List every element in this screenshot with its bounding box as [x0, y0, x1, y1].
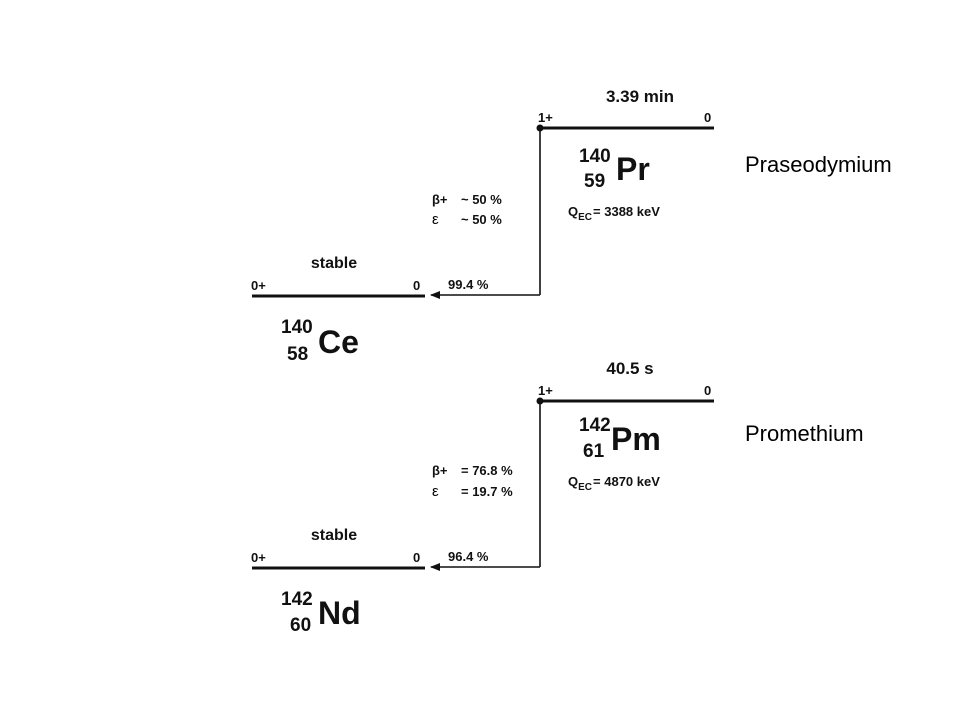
q-value-label: QEC= 4870 keV	[568, 474, 660, 493]
beta-plus-symbol: β+	[432, 192, 448, 207]
daughter-atomic-number: 58	[287, 344, 308, 365]
parent-symbol: Pr	[616, 151, 650, 187]
parent-symbol: Pm	[611, 421, 661, 457]
branch-intensity: 99.4 %	[448, 277, 489, 292]
daughter-atomic-number: 60	[290, 615, 311, 636]
parent-mass-number: 142	[579, 415, 611, 436]
element-name-label: Praseodymium	[745, 152, 892, 177]
parent-level-energy: 0	[704, 110, 711, 125]
ec-value: = 19.7 %	[461, 484, 513, 499]
daughter-spin-parity: 0+	[251, 550, 266, 565]
branch-intensity: 96.4 %	[448, 549, 489, 564]
ec-symbol: ε	[432, 211, 439, 228]
parent-atomic-number: 59	[584, 171, 605, 192]
parent-level-energy: 0	[704, 383, 711, 398]
daughter-mass-number: 140	[281, 317, 313, 338]
daughter-spin-parity: 0+	[251, 278, 266, 293]
daughter-level-energy: 0	[413, 278, 420, 293]
element-name-label: Promethium	[745, 421, 864, 446]
parent-half-life: 3.39 min	[606, 87, 674, 106]
daughter-symbol: Ce	[318, 324, 359, 360]
ec-symbol: ε	[432, 483, 439, 500]
beta-plus-value: ~ 50 %	[461, 192, 502, 207]
beta-plus-value: = 76.8 %	[461, 463, 513, 478]
daughter-half-life: stable	[311, 527, 357, 544]
q-value-label: QEC= 3388 keV	[568, 204, 660, 223]
parent-spin-parity: 1+	[538, 383, 553, 398]
daughter-half-life: stable	[311, 255, 357, 272]
parent-spin-parity: 1+	[538, 110, 553, 125]
daughter-mass-number: 142	[281, 589, 313, 610]
parent-half-life: 40.5 s	[606, 359, 653, 378]
daughter-level-energy: 0	[413, 550, 420, 565]
decay-scheme-pr140: 3.39 min 1+ 0 140 59 Pr QEC= 3388 keV β+…	[251, 87, 892, 365]
parent-mass-number: 140	[579, 146, 611, 167]
daughter-symbol: Nd	[318, 595, 361, 631]
beta-plus-symbol: β+	[432, 463, 448, 478]
decay-scheme-pm142: 40.5 s 1+ 0 142 61 Pm QEC= 4870 keV β+ =…	[251, 359, 864, 636]
parent-atomic-number: 61	[583, 441, 605, 462]
ec-value: ~ 50 %	[461, 212, 502, 227]
